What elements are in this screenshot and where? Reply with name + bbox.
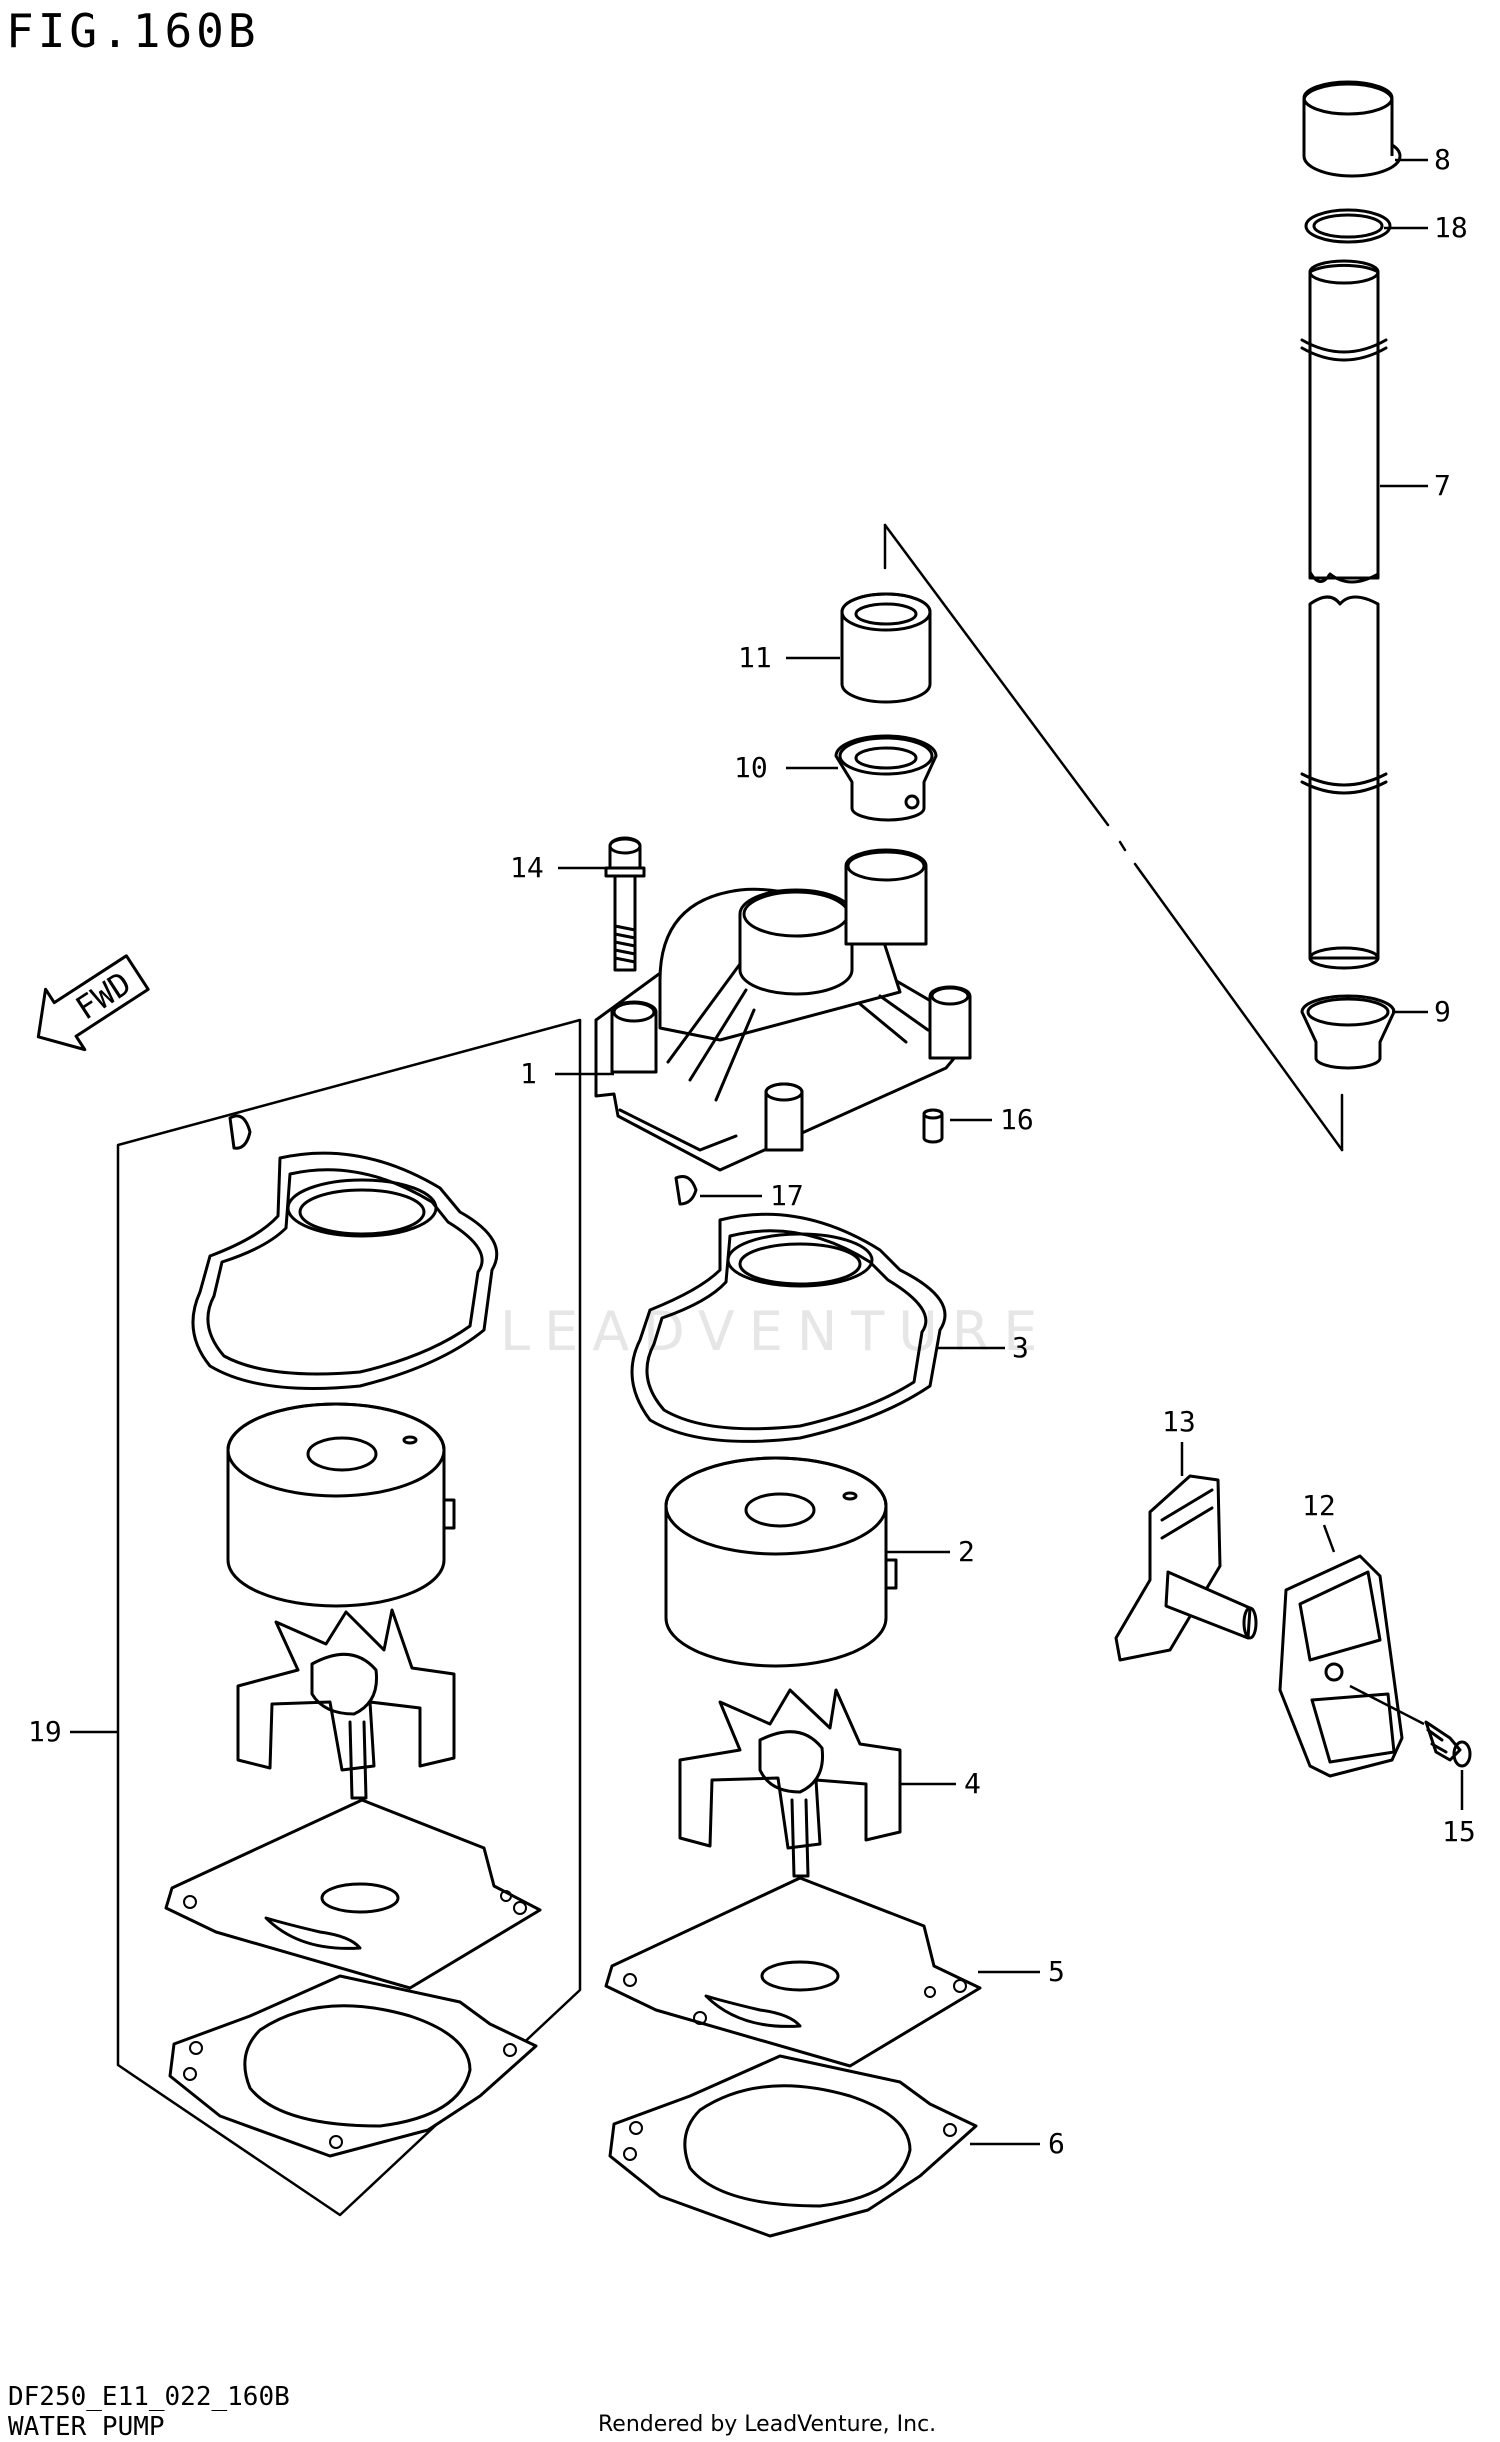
callout-3: 3	[1012, 1331, 1029, 1364]
callout-2: 2	[958, 1535, 975, 1568]
kit-19-impeller	[236, 1608, 456, 1800]
callout-15: 15	[1442, 1815, 1476, 1848]
leader-lines	[70, 158, 1464, 2146]
part-7-water-tube	[1300, 259, 1388, 970]
figure-code: DF250_E11_022_160B	[8, 2382, 290, 2412]
part-1-pump-case	[594, 848, 972, 1172]
part-6-gasket	[608, 2054, 978, 2238]
part-3-gasket	[630, 1212, 947, 1443]
part-15-screw	[1424, 1720, 1472, 1768]
callout-4: 4	[964, 1767, 981, 1800]
figure-title: FIG.160B	[6, 4, 260, 58]
callout-8: 8	[1434, 143, 1451, 176]
kit-19-housing	[226, 1402, 456, 1608]
diagonal-guide-line	[883, 523, 1344, 1152]
part-18-o-ring-inner	[1312, 213, 1384, 239]
part-12-cover	[1278, 1554, 1404, 1778]
fwd-arrow-icon: FWD	[36, 954, 150, 1052]
part-10-grommet	[834, 734, 938, 822]
kit-19-gasket	[191, 1151, 499, 1390]
callout-12: 12	[1302, 1489, 1336, 1522]
callout-16: 16	[1000, 1103, 1034, 1136]
kit-bracket-19	[116, 1018, 582, 2217]
callout-5: 5	[1048, 1955, 1065, 1988]
callout-14: 14	[510, 851, 544, 884]
part-17-key	[674, 1175, 698, 1206]
watermark: LEADVENTURE	[500, 1300, 1052, 1363]
part-18-o-ring	[1304, 208, 1392, 244]
rendered-by: Rendered by LeadVenture, Inc.	[598, 2412, 937, 2437]
part-16-dowel-pin	[922, 1108, 944, 1144]
callout-6: 6	[1048, 2127, 1065, 2160]
callout-13: 13	[1162, 1405, 1196, 1438]
kit-19-gasket-lower	[168, 1974, 538, 2158]
callout-9: 9	[1434, 995, 1451, 1028]
part-5-plate	[604, 1876, 982, 2068]
callout-17: 17	[770, 1179, 804, 1212]
part-11-sleeve	[840, 592, 932, 704]
kit-19-key	[228, 1114, 252, 1150]
part-13-bracket	[1114, 1474, 1258, 1662]
part-9-grommet	[1300, 994, 1396, 1070]
callout-19: 19	[28, 1715, 62, 1748]
callout-1: 1	[520, 1057, 537, 1090]
part-14-bolt	[604, 836, 646, 972]
part-2-impeller-housing	[664, 1456, 898, 1668]
part-8-bushing	[1302, 80, 1402, 178]
part-4-impeller	[678, 1688, 902, 1878]
kit-19-plate	[164, 1798, 542, 2001]
callout-18: 18	[1434, 211, 1468, 244]
figure-name: WATER PUMP	[8, 2412, 165, 2442]
callout-10: 10	[734, 751, 768, 784]
callout-11: 11	[738, 641, 772, 674]
callout-7: 7	[1434, 469, 1451, 502]
